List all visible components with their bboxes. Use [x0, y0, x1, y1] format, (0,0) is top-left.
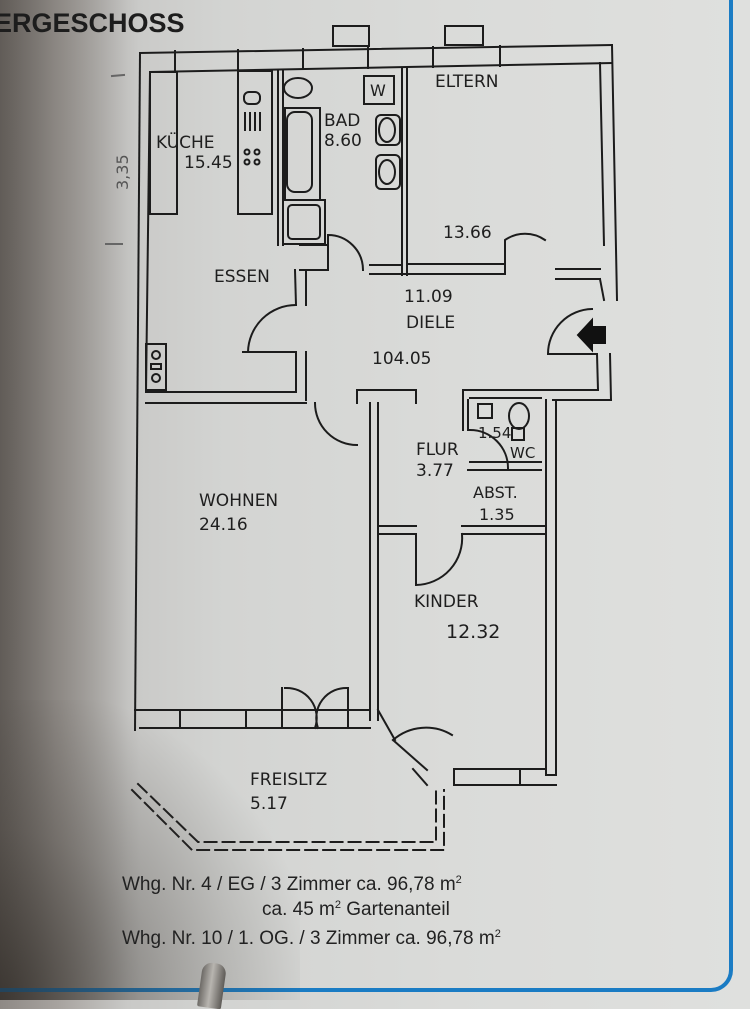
- door-swings: [246, 232, 594, 772]
- room-label-kueche: KÜCHE: [156, 131, 215, 153]
- room-label-essen: ESSEN: [214, 267, 270, 287]
- dimension-marks: [105, 73, 126, 245]
- washer-label: W: [370, 81, 386, 100]
- room-area-kueche: 15.45: [184, 153, 233, 173]
- caption-line-1: Whg. Nr. 4 / EG / 3 Zimmer ca. 96,78 m2: [122, 874, 750, 896]
- caption-line-3: Whg. Nr. 10 / 1. OG. / 3 Zimmer ca. 96,7…: [122, 928, 750, 950]
- caption-text-2b: Gartenanteil: [341, 899, 450, 920]
- dimension-label: 3,35: [113, 154, 132, 190]
- caption-sup-1: 2: [455, 874, 462, 886]
- room-area-bad: 8.60: [324, 131, 362, 151]
- entrance-arrow: [576, 317, 606, 353]
- room-label-flur: FLUR: [416, 440, 459, 460]
- total-area: 104.05: [372, 349, 431, 369]
- room-area-eltern: 13.66: [443, 223, 492, 243]
- room-label-kinder: KINDER: [414, 592, 479, 612]
- caption-text-1: Whg. Nr. 4 / EG / 3 Zimmer ca. 96,78 m: [122, 874, 456, 895]
- room-label-freisitz: FREISLTZ: [250, 770, 327, 790]
- room-label-bad: BAD: [324, 111, 360, 131]
- room-area-kinder: 12.32: [446, 621, 500, 643]
- caption-sup-3: 2: [494, 928, 501, 940]
- caption-text-3: Whg. Nr. 10 / 1. OG. / 3 Zimmer ca. 96,7…: [122, 928, 495, 949]
- room-area-wohnen: 24.16: [199, 515, 248, 535]
- exterior-walls: [133, 25, 619, 732]
- room-label-wc: WC: [510, 444, 535, 462]
- pen-object: [196, 961, 228, 1009]
- chimney-symbol: [145, 343, 167, 391]
- caption-text-2a: ca. 45 m: [262, 899, 335, 920]
- room-area-abst: 1.35: [479, 505, 515, 524]
- room-label-wohnen: WOHNEN: [199, 491, 278, 511]
- room-label-eltern: ELTERN: [435, 72, 499, 92]
- room-area-flur: 3.77: [416, 461, 454, 481]
- room-area-diele: 11.09: [404, 287, 453, 307]
- caption-line-2: ca. 45 m2 Gartenanteil: [262, 899, 750, 921]
- room-label-abst: ABST.: [473, 483, 518, 502]
- caption-sup-2: 2: [334, 899, 341, 911]
- kitchen-counters: [149, 70, 273, 215]
- room-label-diele: DIELE: [406, 313, 455, 333]
- room-area-freisitz: 5.17: [250, 794, 288, 814]
- terrace-outline: [130, 782, 445, 851]
- room-area-wc: 1.54: [478, 424, 511, 442]
- bath-fixtures: [277, 67, 408, 276]
- floor-heading: ERGESCHOSS: [0, 8, 185, 38]
